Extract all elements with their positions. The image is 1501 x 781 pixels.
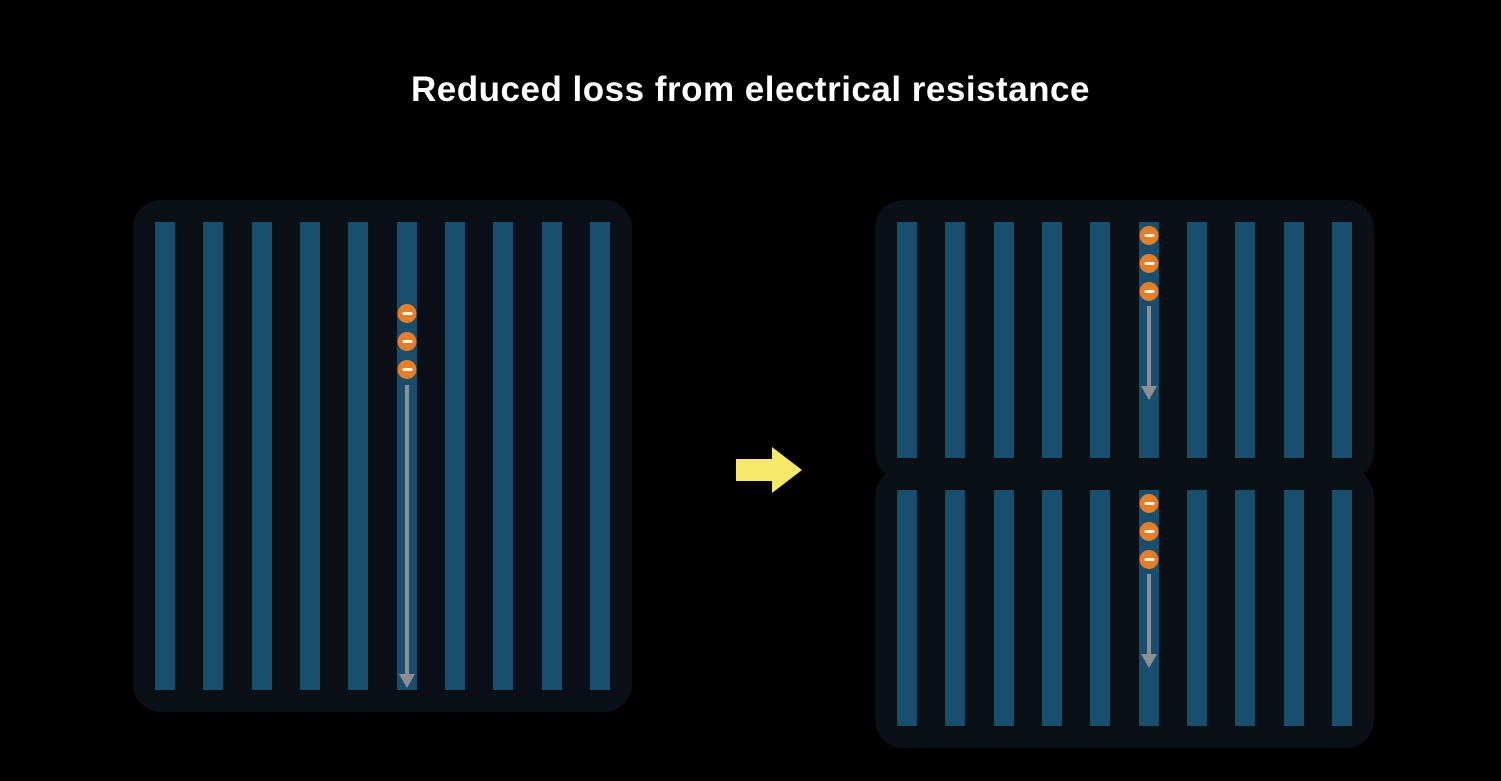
diagram-title: Reduced loss from electrical resistance <box>411 70 1090 109</box>
minus-icon <box>1144 558 1154 561</box>
conductor-bar <box>897 222 917 458</box>
electron-icon <box>1139 494 1159 513</box>
conductor-bar <box>1090 222 1111 458</box>
conductor-bar <box>444 222 465 690</box>
flow-arrow-line <box>405 385 409 676</box>
half-cell-top-panel <box>875 200 1374 480</box>
half-cell-bottom-panel <box>875 468 1374 748</box>
transition-arrow-icon <box>736 447 802 493</box>
conductor-bar <box>1041 222 1062 458</box>
electron-icon <box>1139 282 1159 301</box>
conductor-bar <box>1090 490 1111 726</box>
minus-icon <box>1144 234 1154 237</box>
flow-arrow-line <box>1147 306 1151 388</box>
minus-icon <box>402 312 412 315</box>
full-cell-panel <box>133 200 632 712</box>
conductor-bar <box>1283 490 1304 726</box>
electron-flow-arrow-icon <box>1141 574 1157 668</box>
conductor-bars <box>155 222 610 690</box>
electron-stack <box>1139 226 1159 301</box>
conductor-bar <box>1186 222 1207 458</box>
conductor-bars <box>897 222 1352 458</box>
conductor-bar <box>541 222 562 690</box>
conductor-bar <box>1041 490 1062 726</box>
flow-arrow-head <box>1141 654 1157 668</box>
conductor-bar <box>993 490 1014 726</box>
minus-icon <box>1144 262 1154 265</box>
conductor-bar <box>945 222 966 458</box>
conductor-bar <box>945 490 966 726</box>
electron-stack <box>1139 494 1159 569</box>
conductor-bars <box>897 490 1352 726</box>
conductor-bar <box>299 222 320 690</box>
electron-flow-arrow-icon <box>399 385 415 688</box>
electron-icon <box>1139 254 1159 273</box>
electron-icon <box>1139 550 1159 569</box>
minus-icon <box>1144 502 1154 505</box>
minus-icon <box>1144 530 1154 533</box>
electron-icon <box>397 304 417 323</box>
electron-icon <box>397 332 417 351</box>
conductor-bar <box>1331 222 1352 458</box>
flow-arrow-head <box>399 674 415 688</box>
conductor-bar <box>1235 490 1256 726</box>
minus-icon <box>1144 290 1154 293</box>
conductor-bar <box>993 222 1014 458</box>
conductor-bar <box>1186 490 1207 726</box>
conductor-bar <box>1283 222 1304 458</box>
conductor-bar <box>589 222 610 690</box>
conductor-bar <box>348 222 369 690</box>
conductor-bar <box>251 222 272 690</box>
conductor-bar <box>897 490 917 726</box>
electron-icon <box>1139 226 1159 245</box>
flow-arrow-head <box>1141 386 1157 400</box>
electron-icon <box>397 360 417 379</box>
conductor-bar <box>1331 490 1352 726</box>
flow-arrow-line <box>1147 574 1151 656</box>
conductor-bar <box>155 222 175 690</box>
electron-flow-arrow-icon <box>1141 306 1157 400</box>
conductor-bar <box>1235 222 1256 458</box>
conductor-bar <box>203 222 224 690</box>
electron-icon <box>1139 522 1159 541</box>
electron-stack <box>397 304 417 379</box>
minus-icon <box>402 340 412 343</box>
minus-icon <box>402 368 412 371</box>
conductor-bar <box>493 222 514 690</box>
